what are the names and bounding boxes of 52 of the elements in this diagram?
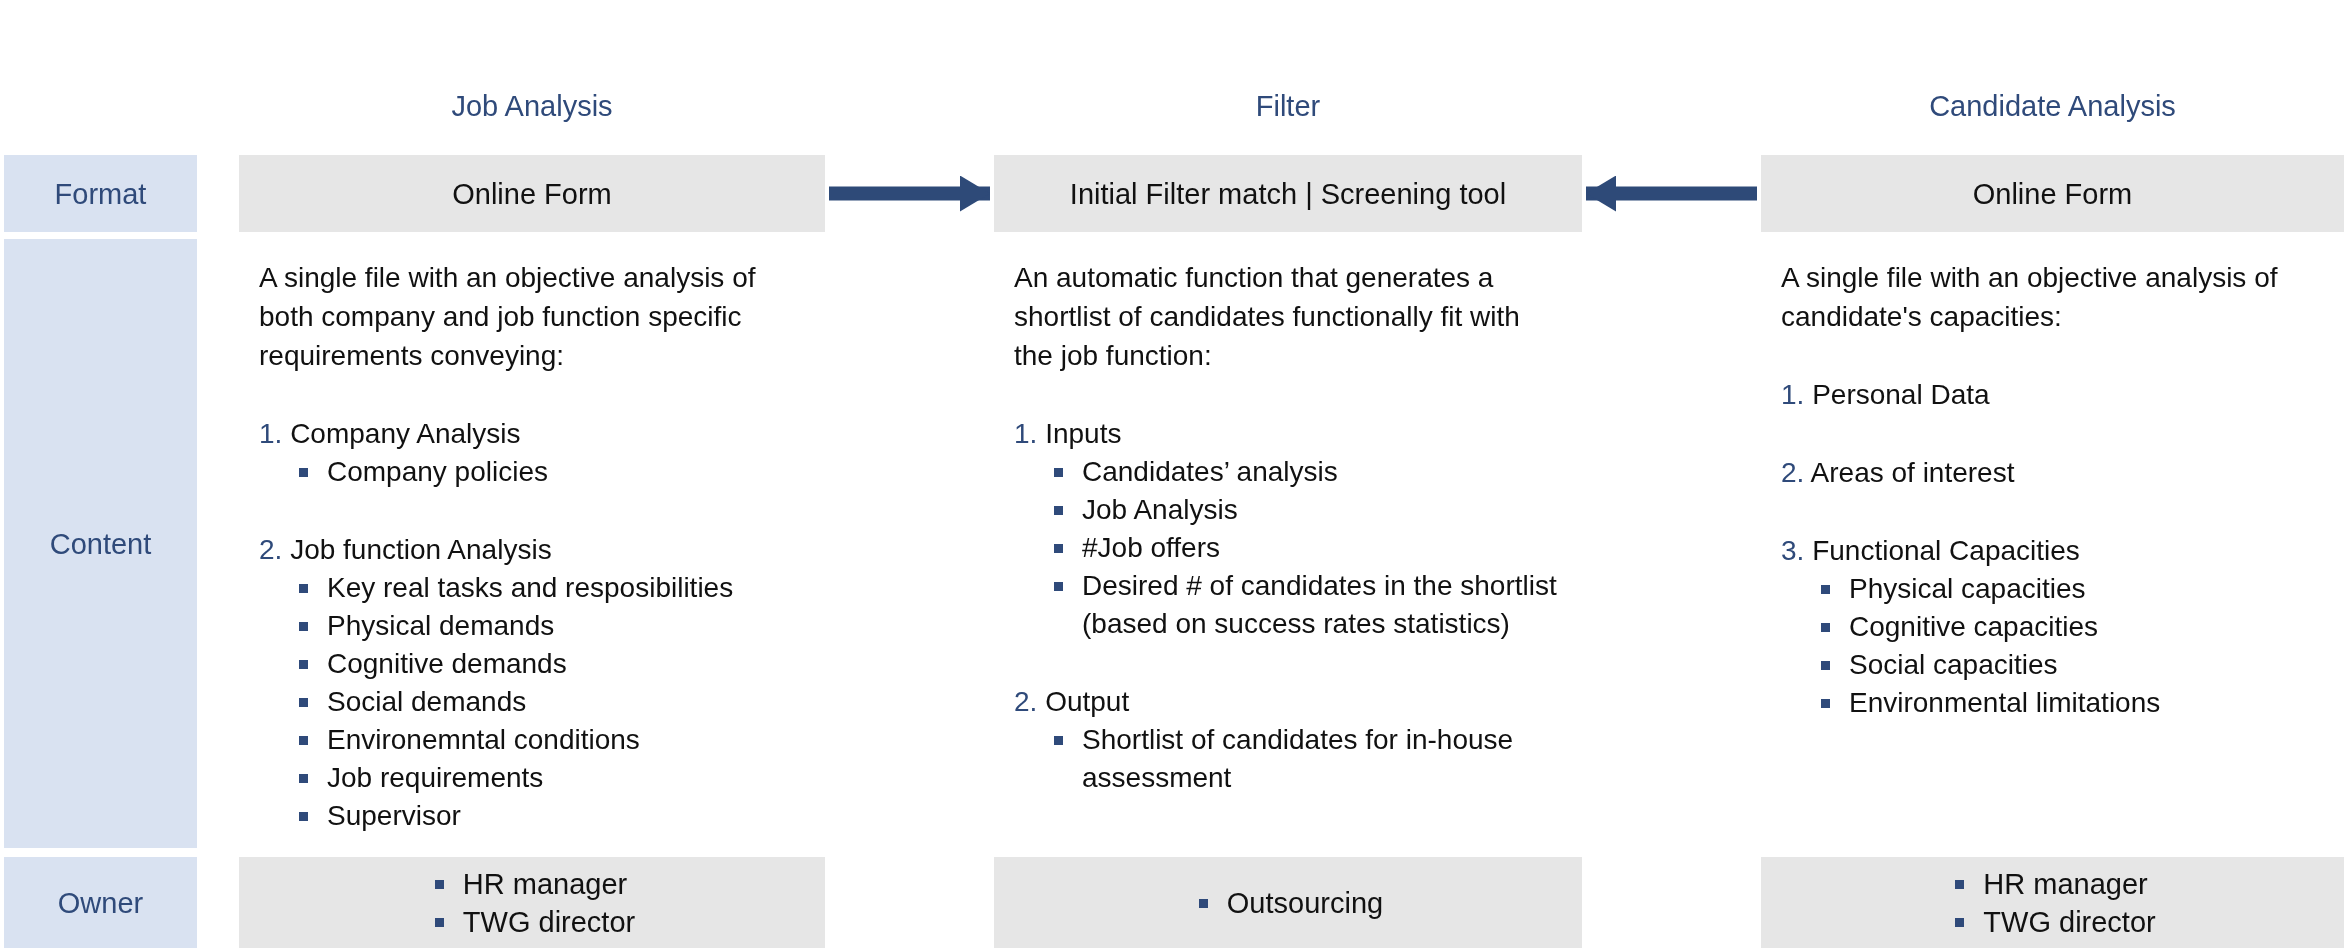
- cell-text: Content: [49, 526, 152, 562]
- numbered-heading: 1. Personal Data: [1781, 378, 1991, 412]
- row-header-box: [4, 239, 197, 848]
- bullet-item: Shortlist of candidates for in-house assessment: [1048, 721, 1562, 797]
- numbered-heading: 2. Output: [1014, 685, 1131, 719]
- numbered-heading: 3. Functional Capacities: [1781, 534, 2081, 568]
- cell-text: Online Form: [452, 176, 612, 212]
- bullet-item: TWG director: [1949, 902, 2156, 941]
- column-header: Job Analysis: [450, 90, 614, 123]
- bullet-item: Cognitive capacities: [1815, 608, 2324, 646]
- row-header-box: [4, 155, 197, 232]
- numbered-heading: 2. Job function Analysis: [259, 533, 553, 567]
- table-cell-box: [1761, 857, 2344, 948]
- bullet-item: #Job offers: [1048, 529, 1562, 567]
- bullet-item: Outsourcing: [1192, 883, 1384, 922]
- table-cell-box: [994, 155, 1582, 232]
- bullet-item: Desired # of candidates in the shortlist (based on success rates statistics): [1048, 567, 1562, 643]
- table-cell-box: [1761, 155, 2344, 232]
- bullet-item: Physical demands: [293, 607, 805, 645]
- bullet-item: Candidates’ analysis: [1048, 453, 1562, 491]
- table-cell-box: [994, 857, 1582, 948]
- row-header-box: [4, 857, 197, 948]
- arrow: [1586, 175, 1757, 212]
- numbered-heading: 2. Areas of interest: [1781, 456, 2016, 490]
- column-header: Filter: [1254, 90, 1322, 123]
- description-text: A single file with an objective analysis of candidate's capacities:: [1781, 261, 2279, 334]
- bullet-item: Physical capacities: [1815, 570, 2324, 608]
- bullet-item: Company policies: [293, 453, 805, 491]
- bullet-item: Cognitive demands: [293, 645, 805, 683]
- numbered-heading: 1. Inputs: [1014, 417, 1123, 451]
- bullet-item: TWG director: [428, 902, 636, 941]
- numbered-heading: 1. Company Analysis: [259, 417, 522, 451]
- bullet-item: Supervisor: [293, 797, 805, 835]
- arrow: [829, 175, 990, 212]
- bullet-item: HR manager: [1949, 864, 2156, 903]
- bullet-item: Social capacities: [1815, 646, 2324, 684]
- cell-text: Format: [54, 176, 147, 212]
- bullet-item: Social demands: [293, 683, 805, 721]
- cell-text: Online Form: [1972, 176, 2133, 212]
- bullet-item: Environmental limitations: [1815, 684, 2324, 722]
- table-cell-box: [239, 155, 825, 232]
- bullet-item: HR manager: [428, 864, 636, 903]
- bullet-item: Environemntal conditions: [293, 721, 805, 759]
- bullet-item: Key real tasks and resposibilities: [293, 569, 805, 607]
- column-header: Candidate Analysis: [1928, 90, 2177, 123]
- description-text: A single file with an objective analysis of both company and job function specific requirements conveying:: [259, 261, 757, 373]
- bullet-item: Job Analysis: [1048, 491, 1562, 529]
- cell-text: Owner: [57, 885, 144, 921]
- table-cell-box: [239, 857, 825, 948]
- cell-text: Initial Filter match | Screening tool: [1069, 176, 1507, 212]
- bullet-item: Job requirements: [293, 759, 805, 797]
- description-text: An automatic function that generates a shortlist of candidates functionally fit with the job function:: [1014, 261, 1521, 373]
